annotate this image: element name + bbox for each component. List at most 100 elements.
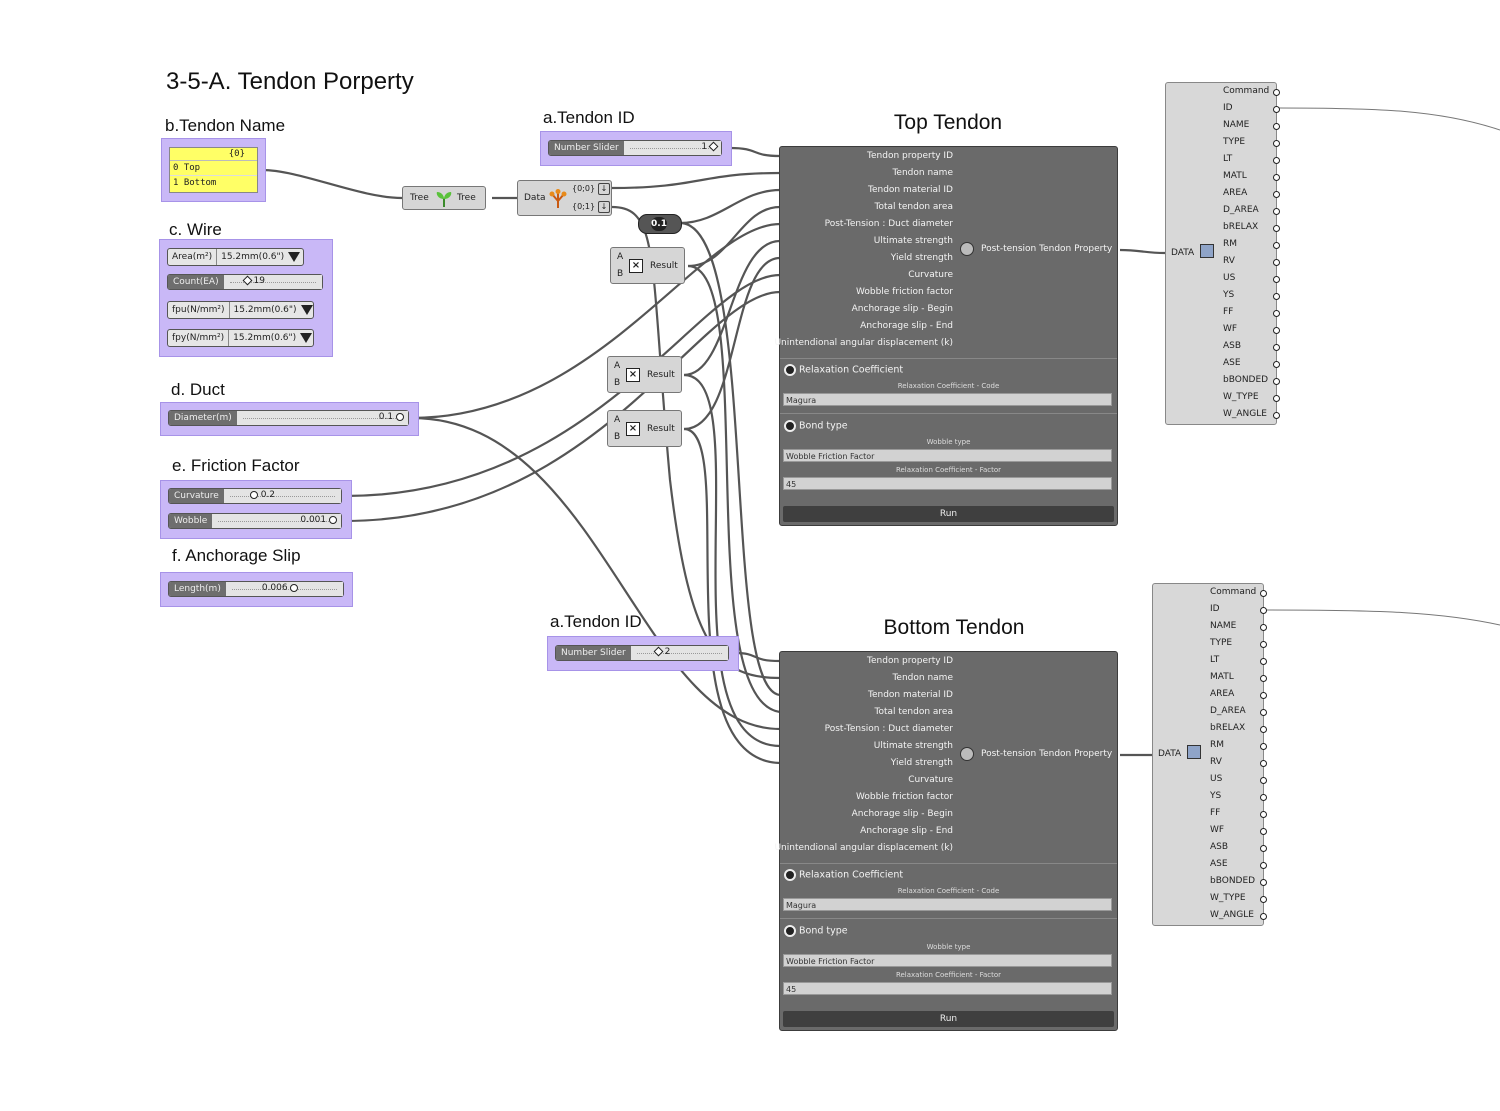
output-field[interactable]: US [1210,774,1223,784]
output-field[interactable]: ID [1210,604,1220,614]
output-pin-icon[interactable] [1273,361,1280,368]
output-field[interactable]: D_AREA [1210,706,1246,716]
input-curvature[interactable]: Curvature [908,270,953,280]
radio-icon[interactable] [784,869,796,881]
input-total-tendon-area[interactable]: Total tendon area [874,707,953,717]
output-field[interactable]: bBONDED [1223,375,1269,385]
wobble-type-dropdown[interactable]: Wobble Friction Factor [783,954,1112,967]
constant-component[interactable]: 0.1 [638,214,682,234]
output-pin-icon[interactable] [1260,760,1267,767]
fpy-value-list[interactable]: fpy(N/mm²) 15.2mm(0.6") [167,329,314,347]
input-anchorage-begin[interactable]: Anchorage slip - Begin [851,304,953,314]
output-pin-icon[interactable] [1260,709,1267,716]
tree-component[interactable]: Tree Tree [402,186,486,210]
output-pin-icon[interactable] [1260,828,1267,835]
output-field[interactable]: WF [1210,825,1225,835]
input-tendon-property-id[interactable]: Tendon property ID [867,656,953,666]
output-pin-icon[interactable] [1260,794,1267,801]
output-field[interactable]: FF [1210,808,1221,818]
output-pin-icon[interactable] [1260,811,1267,818]
radio-icon[interactable] [784,925,796,937]
input-yield-strength[interactable]: Yield strength [890,253,953,263]
output-pin-icon[interactable] [1273,293,1280,300]
output-pin-icon[interactable] [1273,259,1280,266]
slider-rail[interactable]: 0.001 [212,514,341,528]
duct-slider[interactable]: Diameter(m) 0.1 [168,410,409,426]
output-pin-icon[interactable] [1273,123,1280,130]
input-anchorage-begin[interactable]: Anchorage slip - Begin [851,809,953,819]
tendon-id-bottom-slider[interactable]: Number Slider 2 [555,645,729,661]
output-field[interactable]: bBONDED [1210,876,1256,886]
multiply-component-2[interactable]: A B × Result [607,356,682,393]
output-field[interactable]: AREA [1210,689,1235,699]
output-field[interactable]: RM [1210,740,1225,750]
slider-rail[interactable]: 1 [623,141,721,155]
output-pin-icon[interactable] [1260,675,1267,682]
relax-code-dropdown[interactable]: Magura [783,393,1112,406]
output-field[interactable]: D_AREA [1223,205,1259,215]
radio-icon[interactable] [784,364,796,376]
slider-grip-icon[interactable] [249,490,258,499]
bond-type-header[interactable]: Bond type [784,420,848,432]
fpu-value-list[interactable]: fpu(N/mm²) 15.2mm(0.6") [167,301,314,319]
output-pin-icon[interactable] [1260,641,1267,648]
output-pin-icon[interactable] [1273,225,1280,232]
output-pin-icon[interactable] [1273,89,1280,96]
run-button[interactable]: Run [783,506,1114,522]
output-field[interactable]: MATL [1210,672,1234,682]
input-wobble-friction[interactable]: Wobble friction factor [856,287,953,297]
output-field[interactable]: YS [1223,290,1235,300]
slider-rail[interactable]: 19 [223,275,322,289]
input-tendon-name[interactable]: Tendon name [892,673,953,683]
input-tendon-material-id[interactable]: Tendon material ID [867,185,953,195]
explode-tree-component[interactable]: Data {0;0} {0;1} ↓ ↓ [517,180,612,216]
run-button[interactable]: Run [783,1011,1114,1027]
output-pin-icon[interactable] [1273,242,1280,249]
output-field[interactable]: Command [1210,587,1257,597]
output-pin-icon[interactable] [1273,191,1280,198]
wobble-slider[interactable]: Wobble 0.001 [168,513,342,529]
output-field[interactable]: Command [1223,86,1270,96]
bond-type-header[interactable]: Bond type [784,925,848,937]
output-pin-icon[interactable] [1273,208,1280,215]
slider-rail[interactable]: 0.1 [236,411,408,425]
output-field[interactable]: RV [1210,757,1222,767]
output-pin-icon[interactable] [1260,879,1267,886]
output-pin-icon[interactable] [1260,658,1267,665]
input-anchorage-end[interactable]: Anchorage slip - End [860,321,953,331]
output-field[interactable]: ASE [1223,358,1241,368]
slider-rail[interactable]: 2 [630,646,728,660]
input-anchorage-end[interactable]: Anchorage slip - End [860,826,953,836]
output-pin-icon[interactable] [1273,327,1280,334]
output-pin-icon[interactable] [1260,845,1267,852]
output-pin-icon[interactable] [1260,896,1267,903]
output-field[interactable]: W_TYPE [1223,392,1259,402]
slider-grip-icon[interactable] [708,141,719,152]
output-tendon-property[interactable]: Post-tension Tendon Property [981,244,1113,254]
output-pin-icon[interactable] [1260,590,1267,597]
input-angular-displacement[interactable]: Unintendional angular displacement (k) [774,338,953,348]
slider-rail[interactable]: 0.006 [225,582,343,596]
input-angular-displacement[interactable]: Unintendional angular displacement (k) [774,843,953,853]
output-field[interactable]: WF [1223,324,1238,334]
input-yield-strength[interactable]: Yield strength [890,758,953,768]
output-pin-icon[interactable] [1273,140,1280,147]
output-pin-icon[interactable] [1273,276,1280,283]
multiply-component-1[interactable]: A B × Result [610,247,685,284]
slider-grip-icon[interactable] [242,275,253,286]
output-pin-icon[interactable] [1273,378,1280,385]
output-field[interactable]: RV [1223,256,1235,266]
output-field[interactable]: LT [1210,655,1220,665]
slider-grip-icon[interactable] [329,515,337,524]
output-field[interactable]: NAME [1223,120,1250,130]
curvature-slider[interactable]: Curvature 0.2 [168,488,342,504]
relax-factor-dropdown[interactable]: 45 [783,982,1112,995]
output-field[interactable]: W_TYPE [1210,893,1246,903]
slider-grip-icon[interactable] [396,412,404,421]
input-ultimate-strength[interactable]: Ultimate strength [873,741,953,751]
output-field[interactable]: ASB [1210,842,1229,852]
output-field[interactable]: MATL [1223,171,1247,181]
output-pin-icon[interactable] [1260,913,1267,920]
output-field[interactable]: TYPE [1223,137,1246,147]
